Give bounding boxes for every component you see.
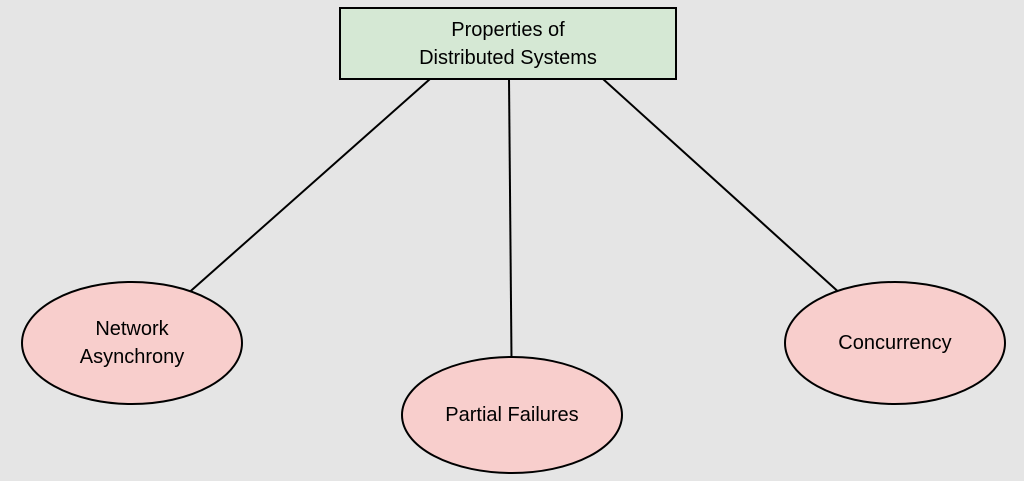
node-network-asynchrony xyxy=(21,281,243,405)
node-concurrency xyxy=(784,281,1006,405)
node-root xyxy=(339,7,677,80)
node-partial-failures xyxy=(401,356,623,474)
